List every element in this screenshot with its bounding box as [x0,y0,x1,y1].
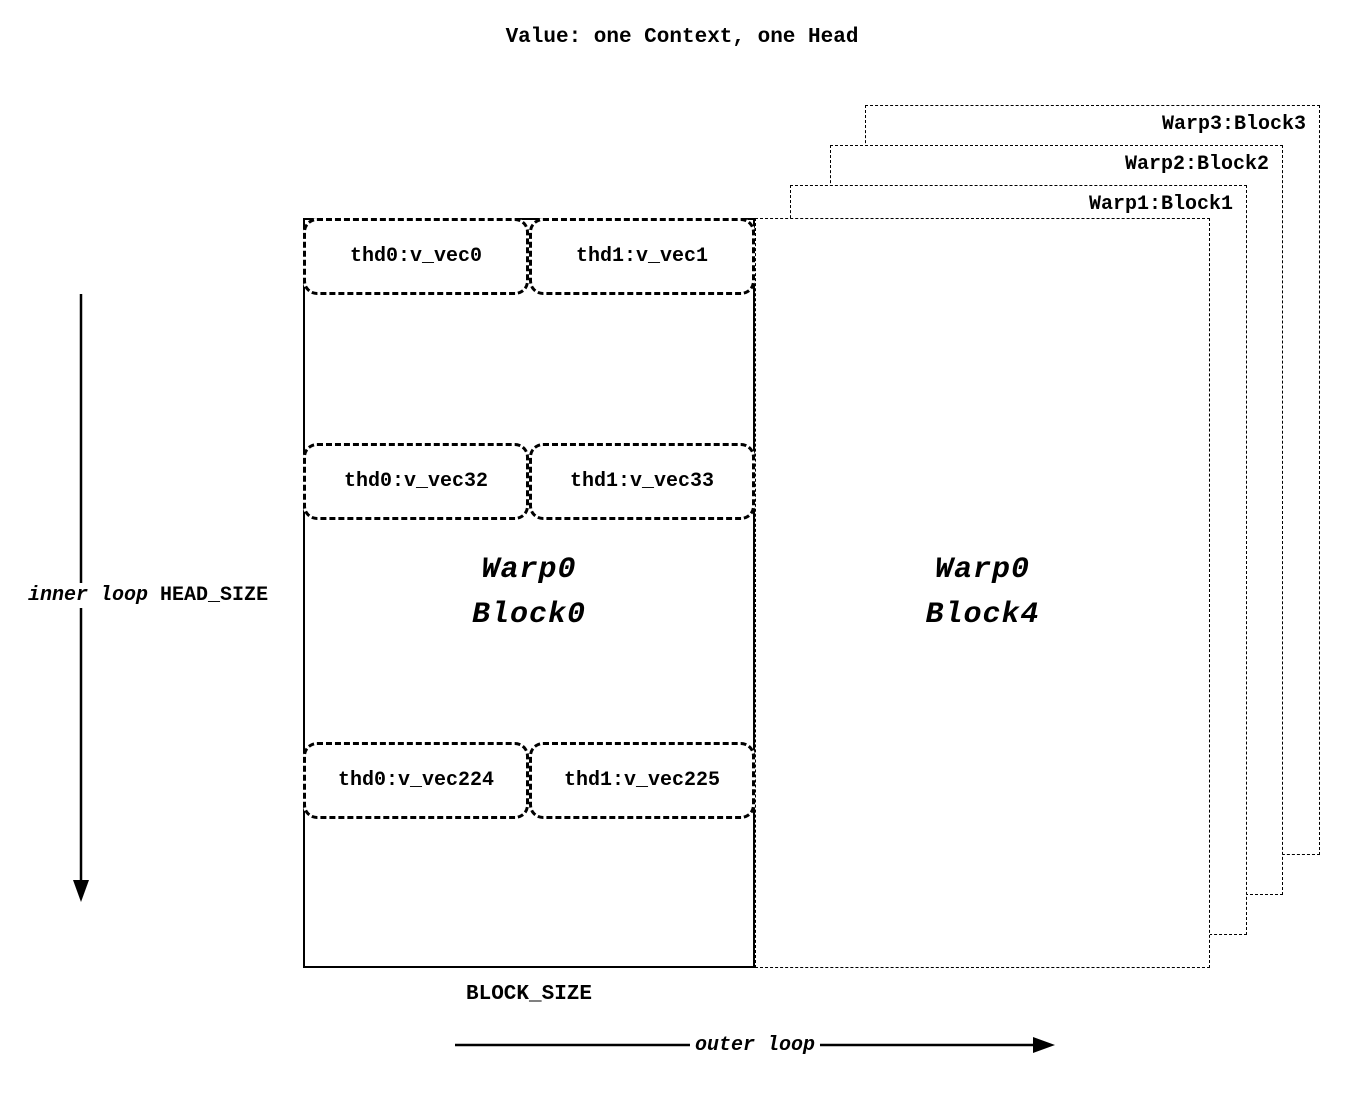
warp0-block0-warp-label: Warp0 [481,553,577,587]
inner-loop-label: inner loop [28,584,149,607]
head-size-label: HEAD_SIZE [160,584,269,607]
block-warp0-block4: Warp0 Block4 [755,218,1210,968]
warp0-block4-warp-label: Warp0 [934,553,1030,587]
warp0-block4-block-label: Block4 [925,598,1040,632]
warp0-block0-block-label: Block0 [471,598,587,632]
block-warp2-label: Warp2:Block2 [1124,153,1269,176]
block-warp0-block0: Warp0 Block0 [303,218,755,968]
vec-cell-thd0-v_vec224: thd0:v_vec224 [303,742,529,819]
inner-loop-axis-label: inner loop HEAD_SIZE [25,583,272,608]
block-warp3-label: Warp3:Block3 [1161,113,1306,136]
vec-cell-thd1-v_vec225: thd1:v_vec225 [529,742,755,819]
block-warp1-label: Warp1:Block1 [1088,193,1233,216]
vec-cell-thd1-v_vec33: thd1:v_vec33 [529,443,755,520]
vec-cell-thd0-v_vec0: thd0:v_vec0 [303,218,529,295]
vec-cell-thd0-v_vec32: thd0:v_vec32 [303,443,529,520]
diagram-title: Value: one Context, one Head [505,26,859,49]
vec-cell-thd1-v_vec1: thd1:v_vec1 [529,218,755,295]
block-size-label: BLOCK_SIZE [465,983,593,1006]
outer-loop-label: outer loop [689,1034,821,1057]
